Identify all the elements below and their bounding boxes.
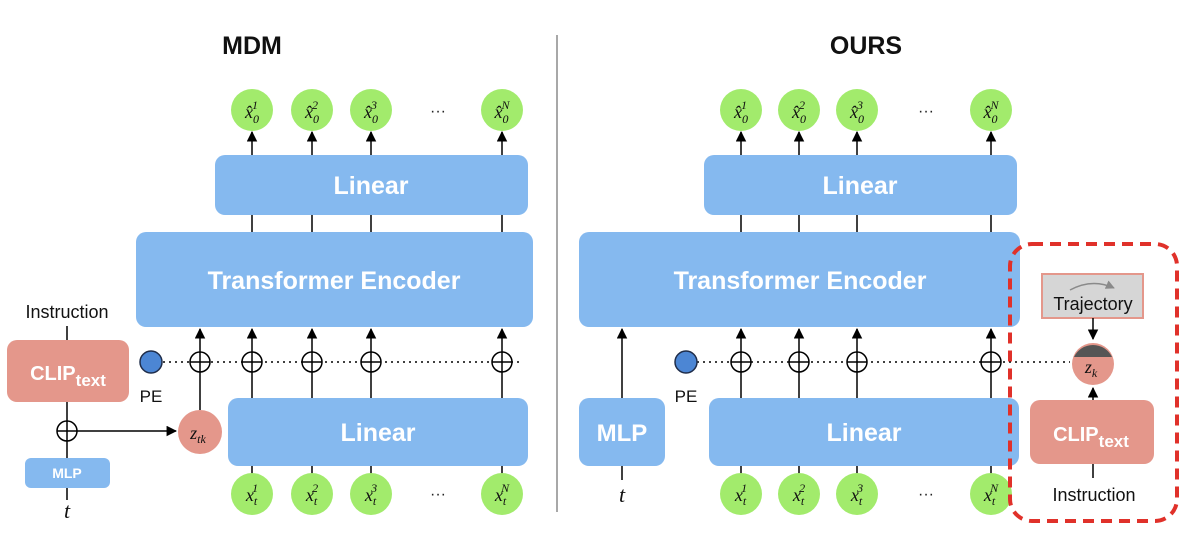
ours-mlp-box xyxy=(579,398,665,466)
svg-text:x̂0N: x̂0N xyxy=(493,98,510,126)
mdm-add-node xyxy=(189,351,211,373)
mdm-transformer-to-linear xyxy=(251,215,503,232)
mdm-linear-top-box xyxy=(215,155,528,215)
mdm-transformer-box xyxy=(136,232,533,327)
mdm-add-node xyxy=(491,351,513,373)
svg-text:xt2: xt2 xyxy=(305,481,318,508)
mdm-output-arrows xyxy=(246,130,508,155)
mdm-output-node: x̂0N xyxy=(481,89,523,131)
svg-text:x̂0N: x̂0N xyxy=(982,98,999,126)
mdm-title: MDM xyxy=(222,32,282,60)
mdm-output-node: x̂03 xyxy=(350,89,392,131)
mdm-input-node: xt2 xyxy=(291,473,333,515)
ours-output-node: x̂02 xyxy=(778,89,820,131)
ours-input-arrows xyxy=(616,327,997,398)
svg-text:xt2: xt2 xyxy=(792,481,805,508)
ours-output-node: x̂03 xyxy=(836,89,878,131)
svg-text:xtN: xtN xyxy=(983,481,999,508)
mdm-transformer-label: Transformer Encoder xyxy=(208,267,461,295)
ours-add-node xyxy=(788,351,810,373)
svg-text:x̂02: x̂02 xyxy=(791,98,806,126)
ours-input-node: xt3 xyxy=(836,473,878,515)
mdm-input-node: xt3 xyxy=(350,473,392,515)
svg-text:x̂03: x̂03 xyxy=(849,98,864,126)
ours-output-node: x̂01 xyxy=(720,89,762,131)
ours-panel: OURS xyxy=(579,32,1179,523)
mdm-output-node: x̂01 xyxy=(231,89,273,131)
svg-text:xt3: xt3 xyxy=(850,481,863,508)
ours-t-label: t xyxy=(619,482,626,507)
ours-pe-label: PE xyxy=(675,387,698,406)
ours-pe-node xyxy=(674,350,698,374)
svg-text:x̂02: x̂02 xyxy=(304,98,319,126)
ours-linear-bottom-label: Linear xyxy=(826,419,901,447)
ours-linear-top-box xyxy=(704,155,1017,215)
mdm-output-node: x̂02 xyxy=(291,89,333,131)
mdm-linear-bottom-label: Linear xyxy=(340,419,415,447)
mdm-output-ellipsis: ··· xyxy=(430,103,446,120)
ours-clip-label: CLIPtext xyxy=(1053,424,1129,451)
trajectory-module-highlight xyxy=(1008,242,1179,523)
mdm-input-ellipsis: ··· xyxy=(430,486,446,503)
ours-clip-box xyxy=(1030,400,1154,464)
ours-input-node: xtN xyxy=(970,473,1012,515)
ours-title: OURS xyxy=(830,32,902,60)
mdm-panel: MDM xyxy=(7,32,533,523)
ours-add-node xyxy=(980,351,1002,373)
mdm-t-label: t xyxy=(64,498,71,523)
trajectory-curve-icon xyxy=(1069,280,1115,291)
ours-output-node: x̂0N xyxy=(970,89,1012,131)
ours-output-ellipsis: ··· xyxy=(918,103,934,120)
mdm-cond-add-node xyxy=(56,420,78,442)
mdm-add-node xyxy=(360,351,382,373)
svg-text:xtN: xtN xyxy=(494,481,510,508)
ours-instruction-label: Instruction xyxy=(1052,485,1135,505)
svg-text:x̂01: x̂01 xyxy=(733,98,748,126)
ours-z-node xyxy=(1072,343,1114,385)
mdm-z-node xyxy=(178,410,222,454)
mdm-add-node xyxy=(301,351,323,373)
ours-linear-top-label: Linear xyxy=(822,172,897,200)
ours-transformer-box xyxy=(579,232,1020,327)
ours-input-ellipsis: ··· xyxy=(918,486,934,503)
ours-add-node xyxy=(846,351,868,373)
mdm-input-node: xt1 xyxy=(231,473,273,515)
mdm-instruction-label: Instruction xyxy=(25,302,108,322)
mdm-z-label: ztk xyxy=(189,423,206,446)
ours-input-node: xt1 xyxy=(720,473,762,515)
mdm-linear-bottom-box xyxy=(228,398,528,466)
svg-text:xt3: xt3 xyxy=(364,481,377,508)
mdm-clip-box xyxy=(7,340,129,402)
ours-add-node xyxy=(730,351,752,373)
mdm-input-arrows xyxy=(194,327,508,410)
mdm-linear-top-label: Linear xyxy=(333,172,408,200)
ours-output-arrows xyxy=(735,130,997,155)
trajectory-label: Trajectory xyxy=(1053,294,1132,314)
mdm-mlp-box xyxy=(25,458,110,488)
ours-input-node: xt2 xyxy=(778,473,820,515)
mdm-input-node: xtN xyxy=(481,473,523,515)
svg-text:x̂01: x̂01 xyxy=(244,98,259,126)
mdm-clip-label: CLIPtext xyxy=(30,363,106,390)
mdm-add-node xyxy=(241,351,263,373)
ours-z-label: zk xyxy=(1084,357,1098,380)
trajectory-box xyxy=(1041,273,1144,319)
ours-linear-bottom-box xyxy=(709,398,1019,466)
svg-text:x̂03: x̂03 xyxy=(363,98,378,126)
ours-transformer-to-linear xyxy=(740,215,992,232)
ours-transformer-label: Transformer Encoder xyxy=(674,267,927,295)
mdm-pe-node xyxy=(139,350,163,374)
ours-mlp-label: MLP xyxy=(597,420,648,447)
mdm-mlp-label: MLP xyxy=(52,465,82,481)
svg-text:xt1: xt1 xyxy=(734,481,747,508)
svg-text:xt1: xt1 xyxy=(245,481,258,508)
mdm-pe-label: PE xyxy=(140,387,163,406)
